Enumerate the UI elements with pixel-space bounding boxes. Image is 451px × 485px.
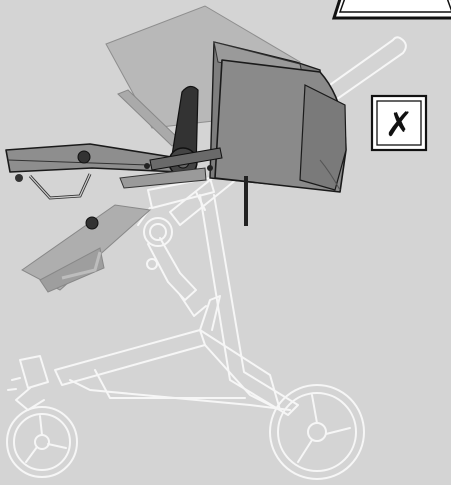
warning-triangle-icon [331,0,451,20]
seat-unit [5,59,347,293]
incorrect-badge: ✗ [370,94,428,152]
cross-icon: ✗ [385,105,414,145]
stroller-frame-outline [6,36,407,480]
